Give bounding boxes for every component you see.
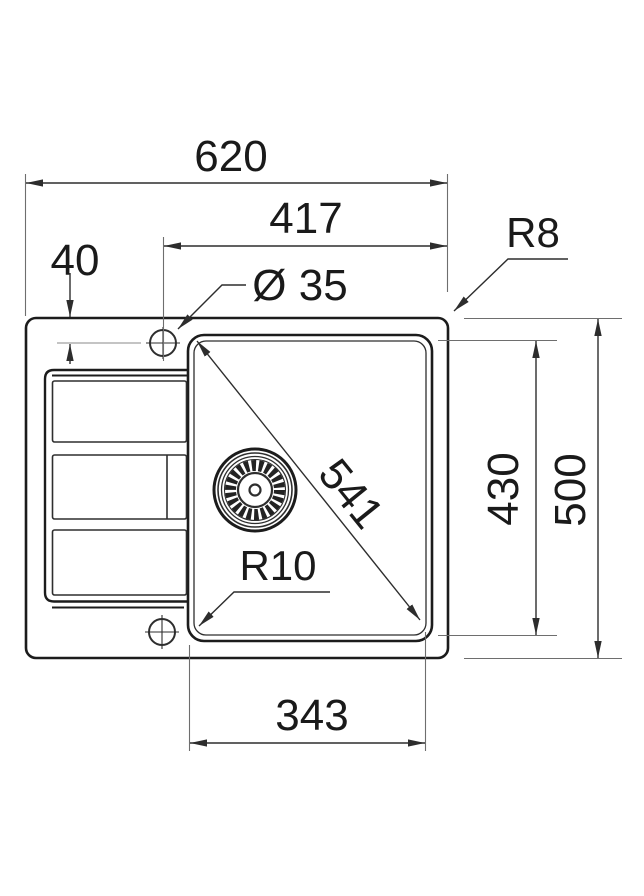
dim-bowl-inner-depth: 430 xyxy=(438,339,557,637)
tap-hole-span-label: 417 xyxy=(269,194,342,243)
bowl-corner-radius-label: R10 xyxy=(239,542,316,589)
tap-hole-offset-label: 40 xyxy=(51,236,100,285)
drainer-groove-3 xyxy=(51,529,188,596)
dim-overall-depth: 500 xyxy=(464,317,622,660)
dim-outer-corner-radius: R8 xyxy=(453,209,568,312)
overall-depth-label: 500 xyxy=(546,453,595,526)
dim-bowl-bottom-width: 343 xyxy=(188,632,427,751)
drainer-board xyxy=(43,368,189,609)
dim-tap-hole-diameter: Ø 35 xyxy=(177,261,348,330)
bowl-bottom-width-label: 343 xyxy=(275,691,348,740)
drainer-groove-2 xyxy=(51,454,188,520)
tap-hole xyxy=(57,327,180,359)
dim-bowl-corner-radius: R10 xyxy=(198,542,330,627)
tap-hole-diameter-label: Ø 35 xyxy=(252,261,347,310)
overall-width-label: 620 xyxy=(194,132,267,181)
bowl-diagonal-label: 541 xyxy=(309,450,393,538)
mounting-hole xyxy=(145,615,179,649)
drain-strainer xyxy=(212,447,298,533)
drainer-groove-1 xyxy=(51,380,188,443)
bowl-inner-depth-label: 430 xyxy=(479,452,528,525)
sink-outline xyxy=(24,316,450,660)
dim-tap-hole-span: 417 xyxy=(162,194,447,361)
dim-tap-hole-offset: 40 xyxy=(51,236,100,364)
outer-corner-radius-label: R8 xyxy=(506,209,560,256)
dim-overall-width: 620 xyxy=(24,132,449,316)
